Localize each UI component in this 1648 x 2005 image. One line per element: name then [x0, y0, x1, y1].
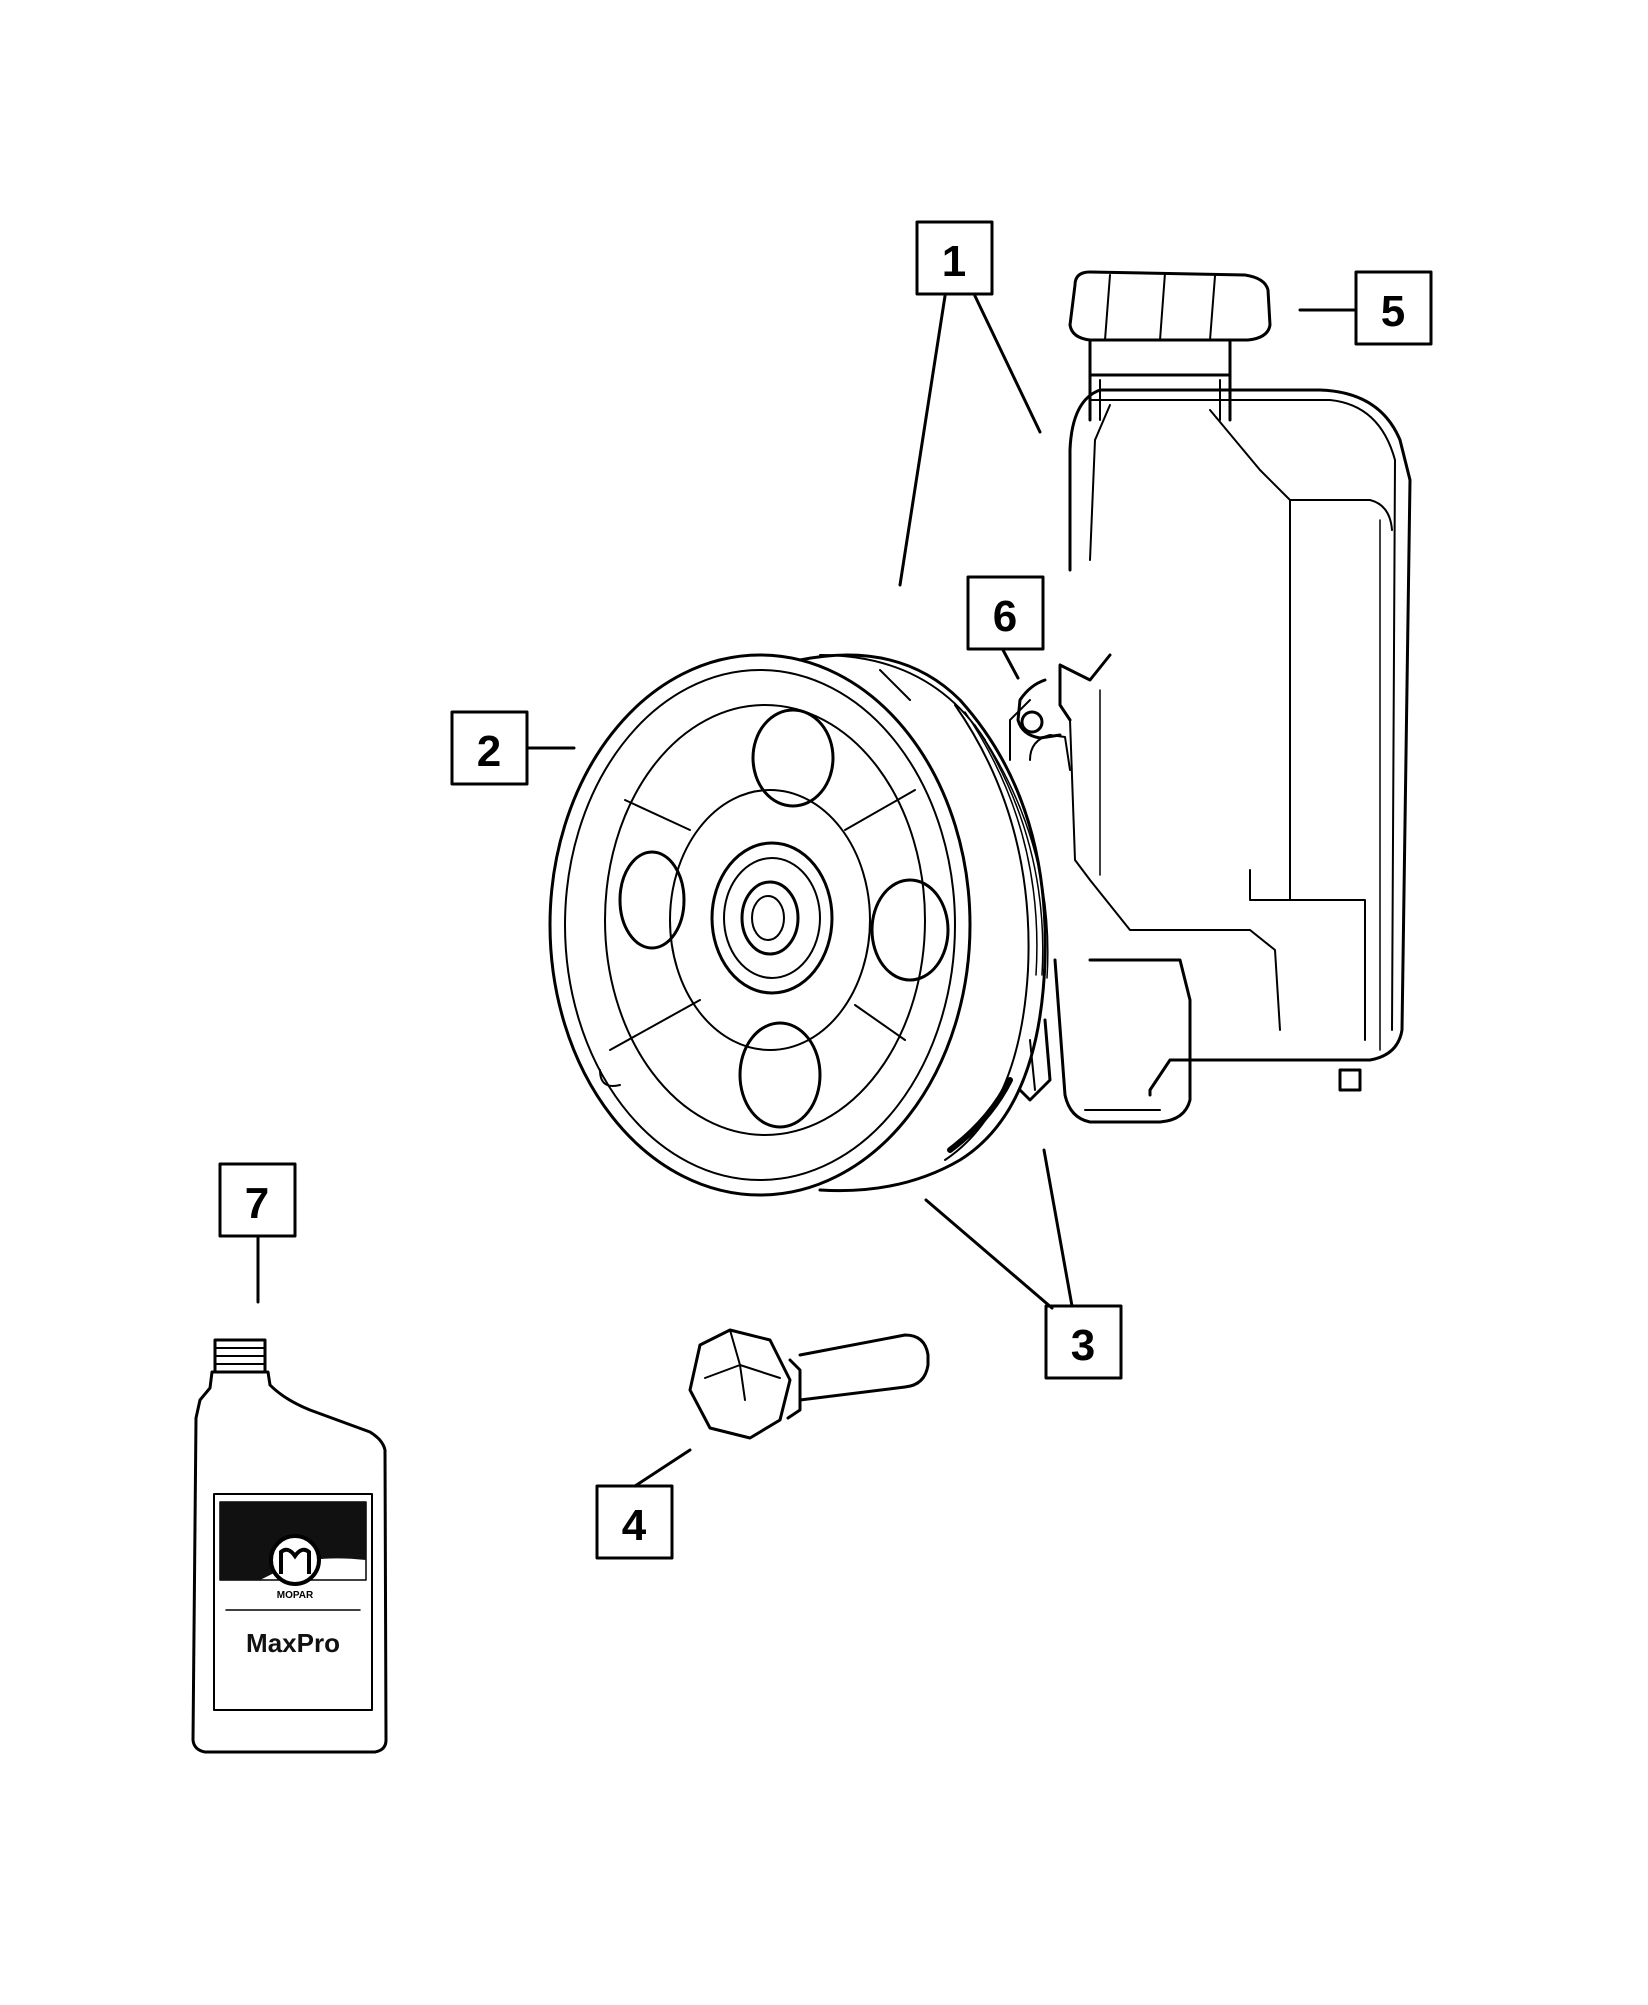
- callout-4-label: 4: [622, 1501, 647, 1550]
- callout-1-label: 1: [942, 237, 966, 286]
- callout-5-label: 5: [1381, 287, 1405, 336]
- callout-7-label: 7: [245, 1179, 269, 1228]
- reservoir-drawing: [1053, 373, 1412, 1124]
- bolt-drawing: [688, 1328, 930, 1440]
- callout-6-label: 6: [993, 592, 1017, 641]
- pulley-drawing: [548, 653, 1049, 1197]
- callout-3-label: 3: [1071, 1321, 1095, 1370]
- mopar-logo: MOPAR: [269, 1534, 321, 1601]
- bottle-product-name: MaxPro: [246, 1628, 340, 1658]
- pump-body-drawing: [1009, 678, 1071, 1102]
- leader-lines: [256, 294, 1358, 1488]
- callout-2-label: 2: [477, 727, 501, 776]
- bottle-brand-text: MOPAR: [277, 1590, 314, 1601]
- reservoir-cap-drawing: [1068, 270, 1272, 380]
